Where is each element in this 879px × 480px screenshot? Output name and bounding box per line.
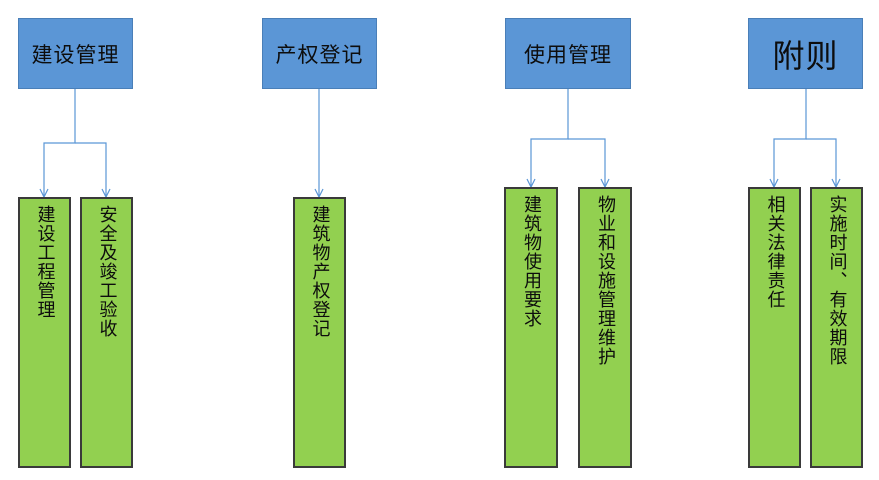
header-property-registration: 产权登记: [262, 18, 377, 89]
leaf-label: 建筑物产权登记: [309, 205, 331, 338]
leaf-label: 相关法律责任: [764, 195, 786, 309]
header-supplementary-provisions: 附则: [748, 18, 863, 89]
connector-6: [806, 138, 836, 187]
connector-3: [531, 89, 569, 187]
header-construction-management: 建设管理: [18, 18, 133, 89]
connector-1: [75, 142, 106, 197]
connector-4: [568, 138, 605, 187]
leaf-effective-date-validity: 实施时间、有效期限: [810, 187, 863, 468]
leaf-label: 物业和设施管理维护: [595, 195, 616, 366]
connector-0: [44, 89, 76, 197]
connector-5: [774, 89, 807, 187]
leaf-label: 建设工程管理: [34, 205, 56, 319]
leaf-safety-completion-acceptance: 安全及竣工验收: [80, 197, 133, 468]
leaf-building-property-registration: 建筑物产权登记: [293, 197, 346, 468]
leaf-label: 建筑物使用要求: [521, 195, 542, 328]
leaf-property-facility-maintenance: 物业和设施管理维护: [578, 187, 632, 468]
leaf-construction-project-management: 建设工程管理: [18, 197, 71, 468]
leaf-label: 安全及竣工验收: [96, 205, 118, 338]
leaf-label: 实施时间、有效期限: [826, 195, 848, 366]
leaf-legal-liability: 相关法律责任: [748, 187, 801, 468]
header-usage-management: 使用管理: [505, 18, 631, 89]
leaf-building-usage-requirements: 建筑物使用要求: [504, 187, 558, 468]
